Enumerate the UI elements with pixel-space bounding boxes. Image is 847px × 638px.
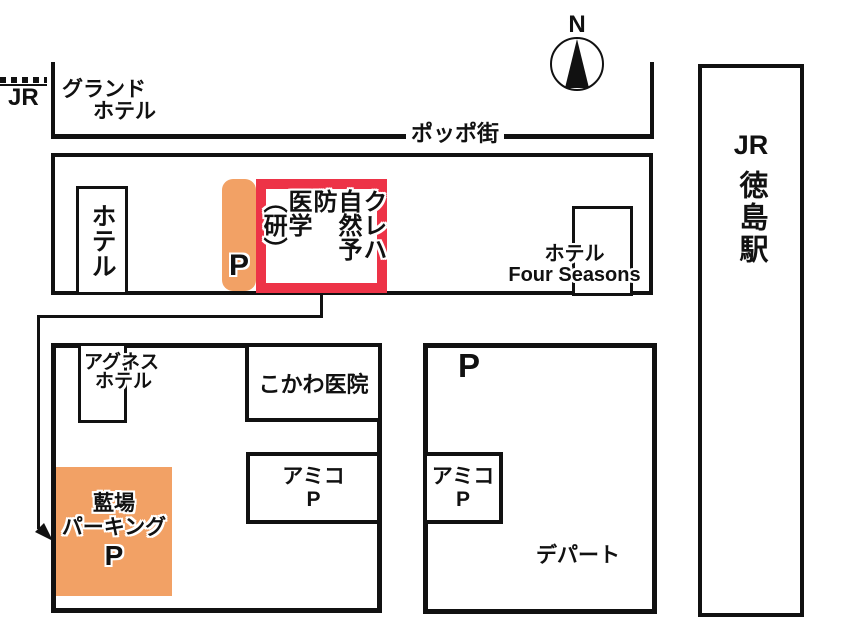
four-seasons-line1: ホテル <box>544 243 605 265</box>
amiko-parking-left: アミコ P <box>246 452 381 524</box>
station-jr-label: JR <box>733 130 769 160</box>
kureha-col2: 自然予防 <box>308 189 361 261</box>
kureha-col1: クレハ <box>358 189 386 261</box>
route-line-segment <box>320 293 323 318</box>
agnes-hotel-building <box>78 343 127 423</box>
amiko-parking-right: アミコ P <box>423 452 503 524</box>
poppo-street-line <box>51 134 654 139</box>
hotel-west-label: ホテル <box>88 203 116 278</box>
amiko-left-line1: アミコ <box>282 465 345 488</box>
kureha-col3: 医学（研） <box>259 189 312 261</box>
agnes-hotel-label: アグネス ホテル <box>84 353 159 391</box>
amiko-left-line2: P <box>306 488 321 511</box>
amiko-right-line1: アミコ <box>431 465 495 488</box>
route-arrow-icon <box>35 523 53 541</box>
station-label: JR 徳島駅 <box>698 64 804 617</box>
grand-hotel-line2: ホテル <box>93 100 156 124</box>
agnes-line1: アグネス <box>84 352 160 373</box>
aiba-line3: P <box>104 539 124 571</box>
poppo-street-label: ポッポ街 <box>406 122 505 145</box>
four-seasons-building <box>572 206 633 296</box>
station-name-label: 徳島駅 <box>735 170 767 266</box>
hotel-west-building: ホテル <box>76 186 128 295</box>
kureha-building: クレハ 自然予防 医学（研） <box>256 179 387 293</box>
amiko-right-line2: P <box>455 488 470 511</box>
four-seasons-line2: Four Seasons <box>508 264 641 286</box>
kureha-label: クレハ 自然予防 医学（研） <box>259 189 386 283</box>
parking-pill-label: P <box>228 249 249 282</box>
four-seasons-label: ホテル Four Seasons <box>497 244 652 286</box>
compass-north-icon: N <box>550 11 604 91</box>
parking-pill: P <box>222 179 256 291</box>
aiba-parking: 藍場 パーキング P <box>56 467 172 596</box>
railway-track-icon <box>0 77 47 86</box>
agnes-line2: ホテル <box>95 371 153 392</box>
station-building <box>698 64 804 617</box>
railway-jr-label: JR <box>8 84 39 111</box>
street-corner-line <box>650 62 654 139</box>
route-line-segment <box>37 315 40 529</box>
department-store-label: デパート <box>536 544 620 567</box>
grand-hotel-west-wall <box>51 62 55 139</box>
grand-hotel-line1: グランド <box>62 78 146 101</box>
aiba-line2: パーキング <box>61 515 167 539</box>
route-line-segment <box>37 315 323 318</box>
grand-hotel-label: グランド ホテル <box>62 78 156 124</box>
kokawa-clinic-building: こかわ医院 <box>245 343 382 422</box>
kokawa-clinic-label: こかわ医院 <box>258 371 369 397</box>
compass-north-label: N <box>568 11 585 38</box>
department-parking-label: P <box>458 347 481 384</box>
aiba-line1: 藍場 <box>93 491 135 515</box>
